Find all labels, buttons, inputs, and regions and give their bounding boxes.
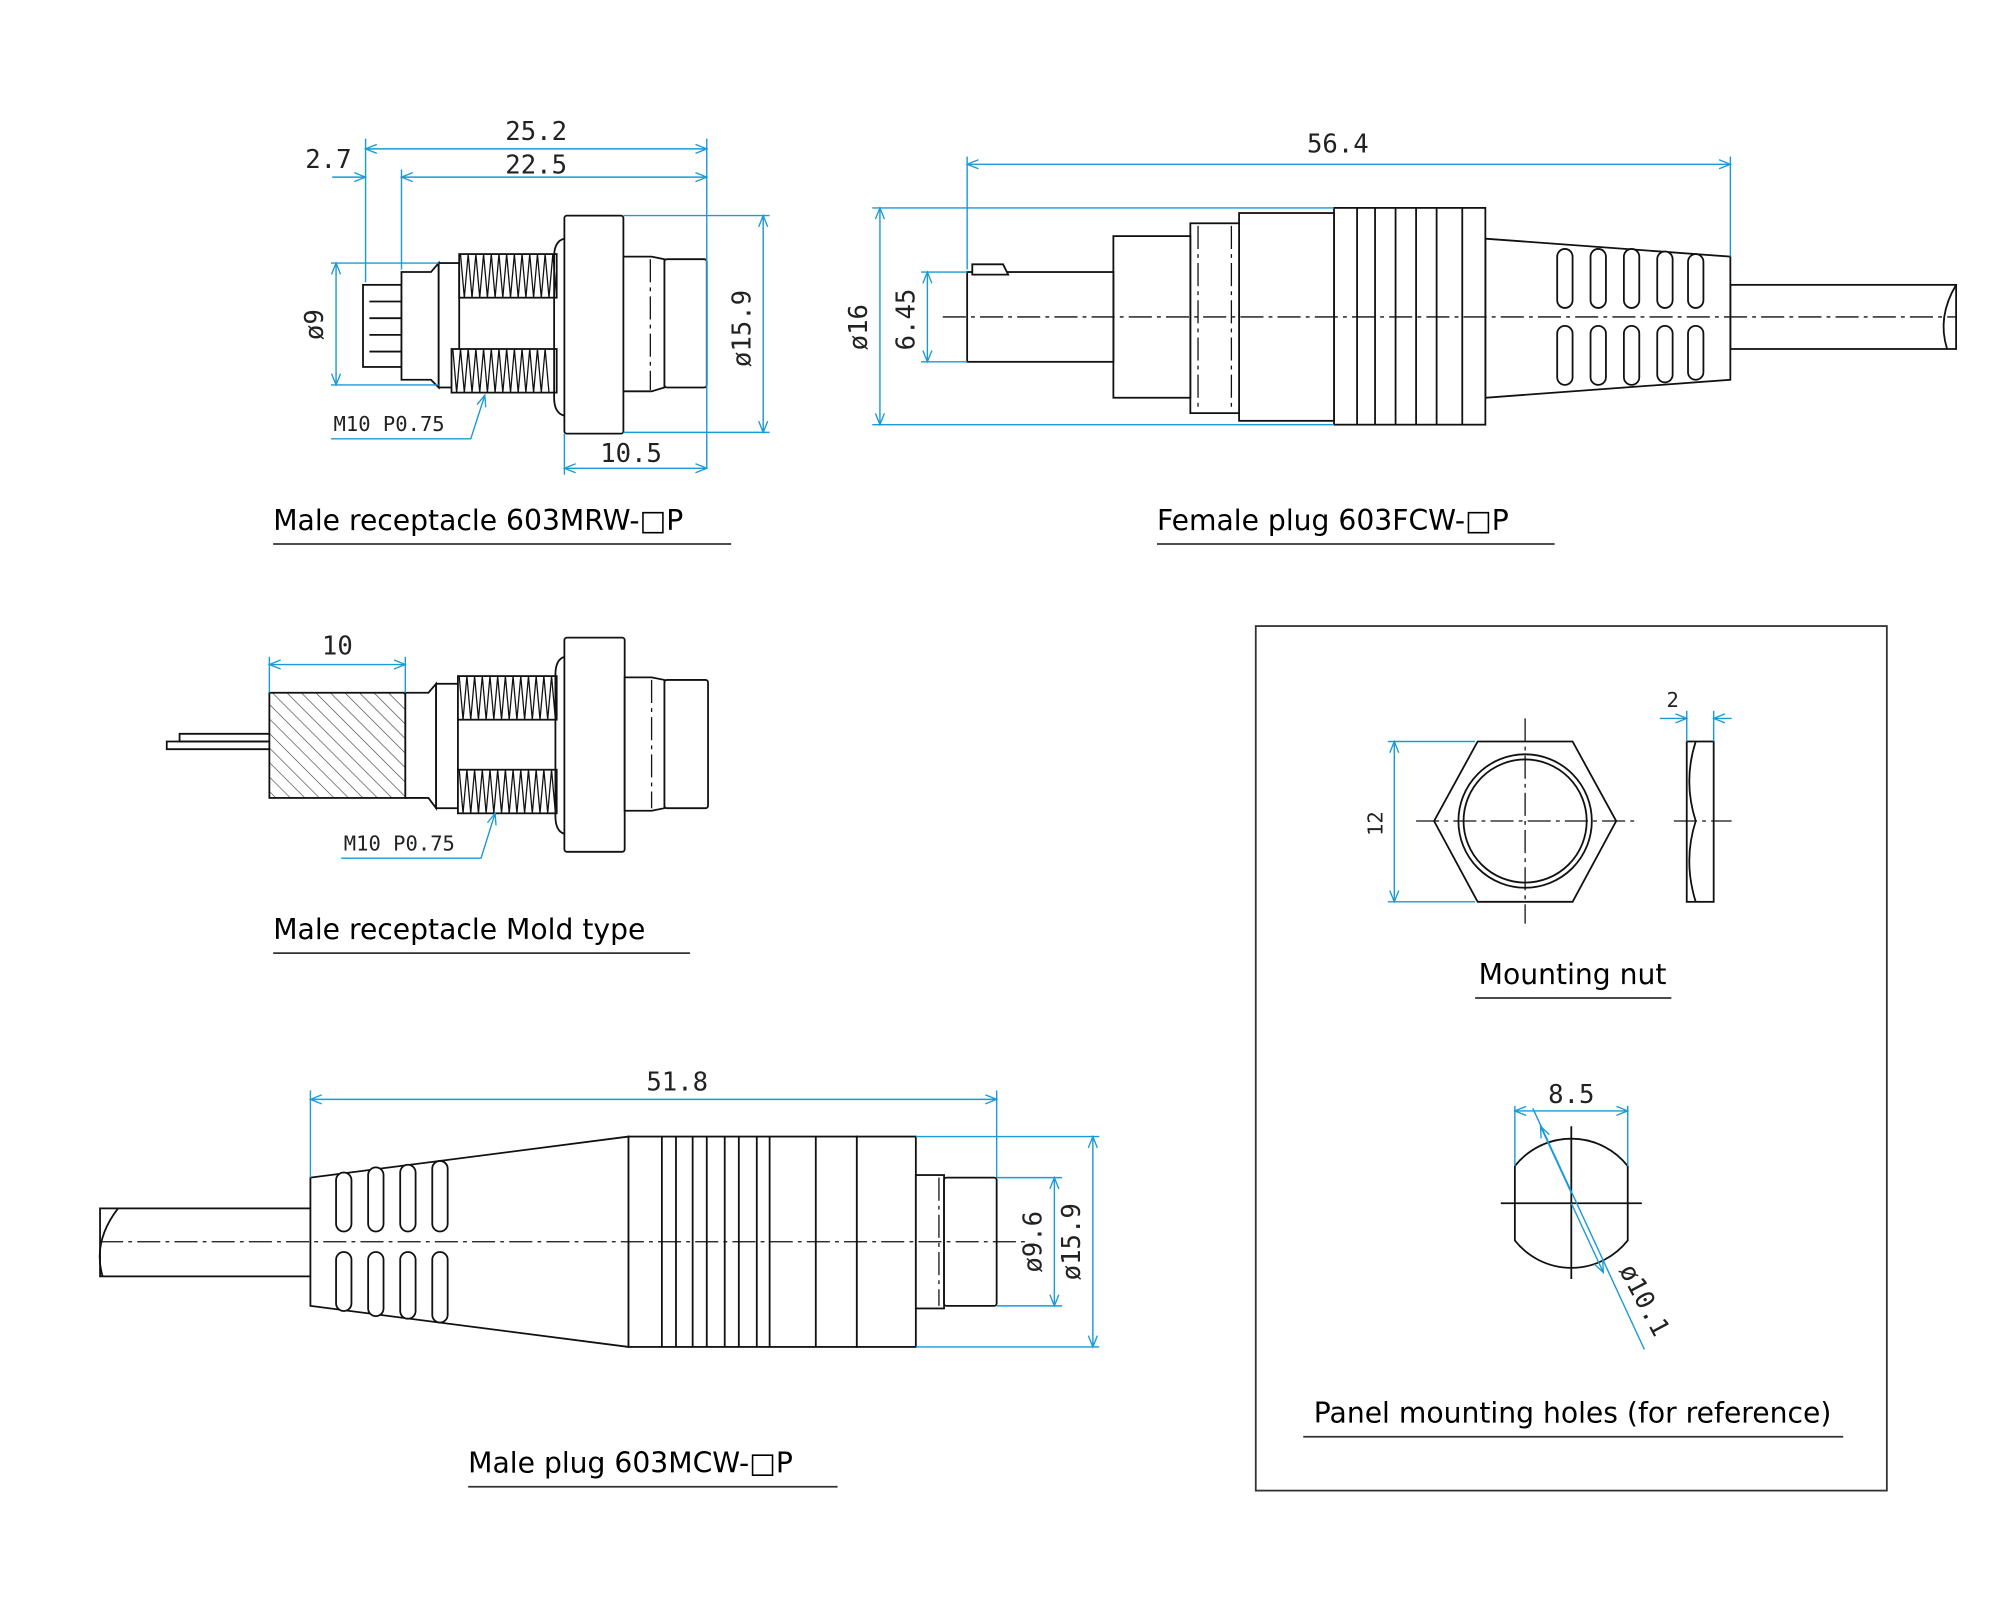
- dim-overall-length: 25.2: [505, 117, 567, 147]
- male-receptacle-view: 25.2 22.5 2.7 ø9 ø15.9 10.5 M10 P0.75 Ma…: [273, 117, 770, 545]
- panel-holes-view: 8.5 ø10.1 Panel mounting holes (for refe…: [1303, 1080, 1844, 1438]
- panel-holes-title: Panel mounting holes (for reference): [1314, 1397, 1832, 1430]
- female-plug-view: 56.4 ø16 6.45 Female plug 603FCW-□P: [844, 130, 1958, 545]
- dim-mold-length: 10: [322, 631, 353, 661]
- boot-slots: [335, 1160, 449, 1324]
- dim-flat-width: 8.5: [1548, 1080, 1594, 1110]
- dim-pin-length: 2.7: [305, 145, 351, 175]
- mold-type-title: Male receptacle Mold type: [273, 913, 645, 946]
- dim-tip-diameter: ø9.6: [1019, 1211, 1049, 1273]
- flange: [563, 214, 625, 435]
- dim-overall-length: 51.8: [646, 1067, 708, 1097]
- mounting-nut-title: Mounting nut: [1479, 958, 1667, 991]
- boot-slots: [1556, 248, 1705, 386]
- dim-body-diameter: ø15.9: [1057, 1203, 1087, 1280]
- dim-body-length: 22.5: [505, 150, 567, 180]
- dim-tip-diameter: 6.45: [892, 289, 922, 351]
- mounting-nut-view: 12 2 Mounting nut: [1364, 688, 1732, 999]
- dim-flange-length: 10.5: [600, 439, 662, 469]
- contact-pins: [362, 283, 403, 368]
- mold-body: [268, 691, 407, 799]
- male-plug-view: 51.8 ø9.6 ø15.9 Male plug 603MCW-□P: [98, 1067, 1100, 1488]
- female-plug-title: Female plug 603FCW-□P: [1157, 504, 1509, 537]
- dim-diameter-9: ø9: [300, 309, 330, 340]
- dim-nut-height: 12: [1364, 811, 1388, 836]
- dim-diameter-15-9: ø15.9: [727, 290, 757, 367]
- thread-spec: M10 P0.75: [344, 832, 455, 856]
- male-plug-title: Male plug 603MCW-□P: [468, 1447, 793, 1480]
- mold-type-view: 10 M10 P0.75 Male receptacle Mold type: [165, 631, 709, 955]
- accessories-frame: [1254, 625, 1888, 1492]
- dim-overall-length: 56.4: [1307, 130, 1369, 160]
- boot: [309, 1135, 630, 1348]
- dim-nut-thickness: 2: [1666, 688, 1678, 712]
- dim-diameter-16: ø16: [844, 304, 874, 350]
- male-receptacle-title: Male receptacle 603MRW-□P: [273, 504, 683, 537]
- thread-spec: M10 P0.75: [334, 412, 445, 436]
